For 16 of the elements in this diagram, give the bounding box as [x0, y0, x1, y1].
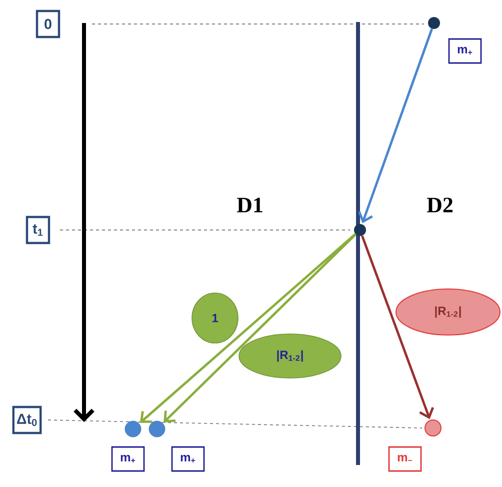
region-label: D1: [236, 198, 262, 212]
time-box: t$_{1}$: [26, 216, 50, 244]
particle-dot: [428, 17, 440, 29]
particle-label-box: m$_{+}$: [171, 446, 205, 472]
time-box: 0: [36, 10, 60, 38]
particle-label-box: m$_{−}$: [388, 446, 422, 472]
particle-label-box: m$_{+}$: [111, 446, 145, 472]
particle-dot: [354, 224, 366, 236]
particle-dot: [424, 420, 442, 436]
time-box: Δt$_{0}$: [12, 406, 42, 434]
particle-dot: [124, 420, 142, 438]
particle-dot: [148, 420, 166, 438]
arrow: [361, 235, 434, 420]
arrow: [358, 28, 434, 224]
region-label: D2: [426, 198, 452, 212]
particle-label-box: m$_{+}$: [448, 38, 482, 64]
